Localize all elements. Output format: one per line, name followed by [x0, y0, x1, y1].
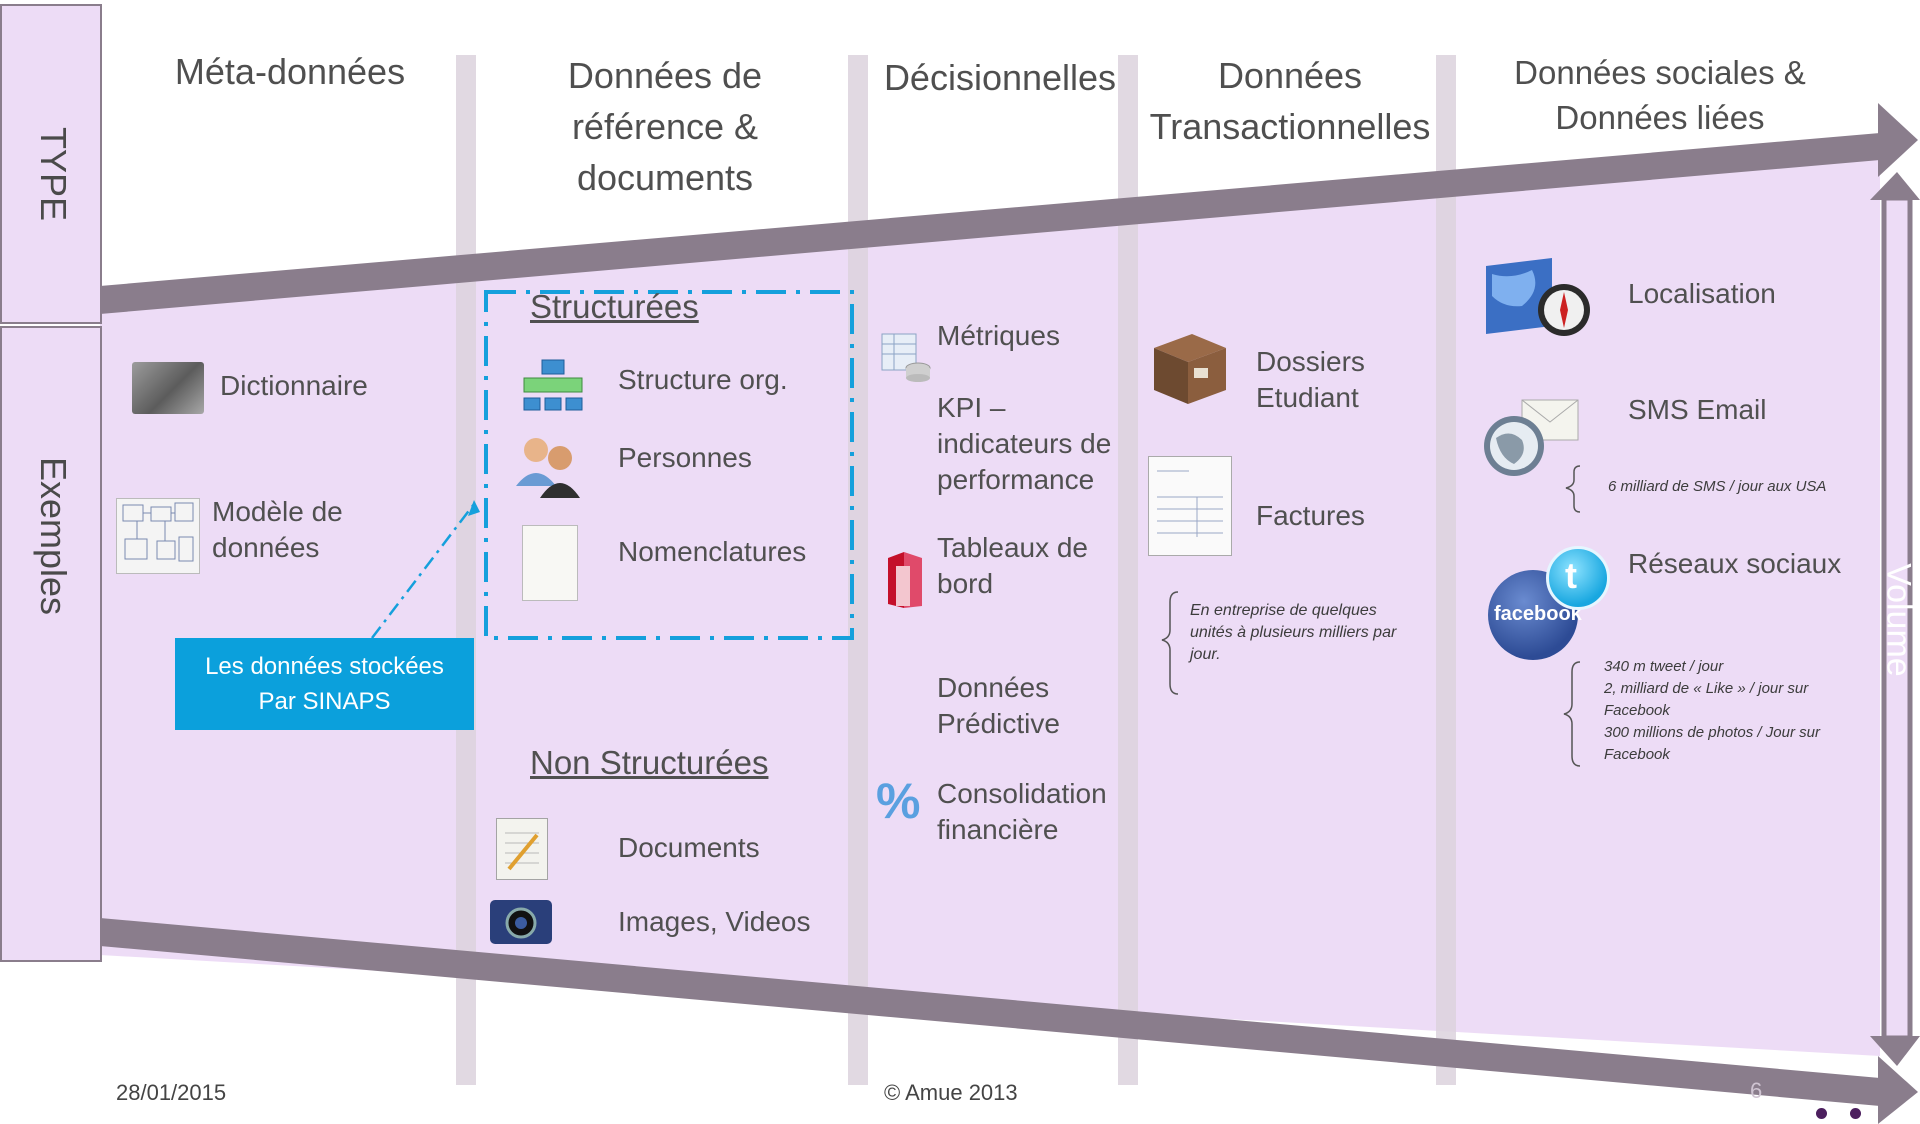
column-title-line: Données sociales & — [1514, 54, 1806, 91]
predictive-line: Prédictive — [937, 708, 1060, 739]
column-separators — [456, 55, 1456, 1085]
documents-label: Documents — [618, 832, 760, 863]
sms-volume-note: 6 milliard de SMS / jour aux USA — [1608, 478, 1827, 495]
callout-line: Par SINAPS — [258, 688, 391, 715]
metrics-label: Métriques — [937, 320, 1060, 351]
dashboards-line: bord — [937, 568, 994, 599]
footer-dot — [1850, 1108, 1861, 1119]
social-note-line: 2, milliard de « Like » / jour sur — [1604, 680, 1809, 697]
kpi-line: indicateurs de — [937, 428, 1112, 459]
map-compass-icon — [1482, 256, 1592, 340]
bottom-arrow-shaft — [100, 918, 1880, 1106]
box-icon — [1148, 328, 1230, 410]
callout-line: Les données stockées — [205, 653, 444, 680]
type-label: TYPE — [33, 126, 74, 222]
social-brace — [1563, 661, 1581, 767]
dashboards-line: Tableaux de — [937, 532, 1089, 563]
footer-dot — [1816, 1108, 1827, 1119]
consolidation-line: Consolidation — [937, 778, 1107, 809]
examples-label: Exemples — [33, 456, 74, 616]
callout-pointer-head — [468, 500, 480, 516]
page-number: 6 — [1750, 1078, 1763, 1103]
column-title-reference: Données de référence & documents — [520, 50, 810, 203]
document-icon — [496, 818, 548, 880]
people-icon — [512, 432, 584, 498]
student-files-line: Etudiant — [1256, 382, 1359, 413]
dashboard-icon — [884, 548, 928, 612]
column-title-line: Décisionnelles — [883, 57, 1117, 98]
data-model-line: Modèle de — [212, 496, 343, 527]
examples-label-box: Exemples — [0, 326, 102, 962]
transaction-volume-note: En entreprise de quelques unités à plusi… — [1190, 602, 1397, 663]
people-label: Personnes — [618, 442, 752, 473]
social-note-line: 300 millions de photos / Jour sur — [1604, 724, 1820, 741]
nomenclature-label: Nomenclatures — [618, 536, 807, 567]
type-arrow-head — [1878, 103, 1918, 177]
social-networks-label: Réseaux sociaux — [1628, 548, 1842, 579]
column-title-line: Données de — [567, 55, 763, 96]
column-title-transactional: Données Transactionnelles — [1132, 50, 1448, 152]
globe-email-icon — [1482, 392, 1582, 480]
type-label-box: TYPE — [0, 4, 102, 324]
predictive-label: Données Prédictive — [937, 670, 1060, 742]
sinaps-callout: Les données stockées Par SINAPS — [175, 638, 474, 730]
sms-brace — [1565, 465, 1581, 513]
column-title-line: documents — [576, 157, 754, 198]
unstructured-heading: Non Structurées — [530, 744, 769, 781]
org-structure-icon — [522, 358, 584, 420]
org-structure-label: Structure org. — [618, 364, 788, 395]
dashboards-label: Tableaux de bord — [937, 530, 1088, 602]
column-title-line: Données liées — [1555, 99, 1765, 136]
percent-icon: % — [876, 773, 921, 829]
social-volume-notes: 340 m tweet / jour 2, milliard de « Like… — [1604, 656, 1874, 766]
transaction-brace — [1161, 591, 1179, 695]
dictionary-icon — [132, 362, 204, 414]
column-title-line: référence & — [571, 106, 759, 147]
volume-arrow-bottom — [1870, 1036, 1920, 1066]
facebook-logo-text: facebook — [1494, 603, 1582, 625]
volume-label: Volume — [1879, 563, 1918, 677]
type-arrow-shaft — [100, 133, 1880, 314]
social-note-line: 340 m tweet / jour — [1604, 658, 1724, 675]
footer-date: 28/01/2015 — [116, 1080, 227, 1105]
social-note-line: Facebook — [1604, 746, 1670, 763]
predictive-line: Données — [937, 672, 1050, 703]
images-videos-label: Images, Videos — [618, 906, 811, 937]
invoices-label: Factures — [1256, 500, 1365, 531]
kpi-label: KPI – indicateurs de performance — [937, 390, 1111, 498]
structured-data-frame — [484, 290, 854, 640]
data-model-line: données — [212, 532, 320, 563]
student-files-line: Dossiers — [1256, 346, 1365, 377]
data-model-icon — [116, 498, 200, 574]
column-title-meta: Méta-données — [140, 46, 440, 97]
data-model-label: Modèle de données — [212, 494, 343, 566]
column-title-line: Transactionnelles — [1149, 106, 1431, 147]
student-files-label: Dossiers Etudiant — [1256, 344, 1365, 416]
location-label: Localisation — [1628, 278, 1776, 309]
nomenclature-icon — [522, 525, 578, 601]
twitter-icon: t — [1546, 546, 1610, 610]
column-title-line: Données — [1217, 55, 1363, 96]
column-title-social: Données sociales & Données liées — [1480, 50, 1840, 140]
volume-arrow-top — [1870, 172, 1920, 200]
footer-copyright: © Amue 2013 — [884, 1080, 1018, 1105]
column-title-decision: Décisionnelles — [870, 52, 1130, 103]
consolidation-label: Consolidation financière — [937, 776, 1107, 848]
column-title-line: Méta-données — [174, 51, 406, 92]
metrics-icon — [880, 330, 932, 382]
bottom-arrow-head — [1878, 1056, 1918, 1124]
consolidation-line: financière — [937, 814, 1059, 845]
camera-icon — [490, 900, 552, 944]
dictionary-label: Dictionnaire — [220, 370, 368, 401]
structured-heading: Structurées — [530, 288, 699, 325]
sms-email-label: SMS Email — [1628, 394, 1767, 425]
kpi-line: KPI – — [937, 392, 1006, 423]
kpi-line: performance — [937, 464, 1095, 495]
social-note-line: Facebook — [1604, 702, 1670, 719]
invoice-icon — [1148, 456, 1232, 556]
